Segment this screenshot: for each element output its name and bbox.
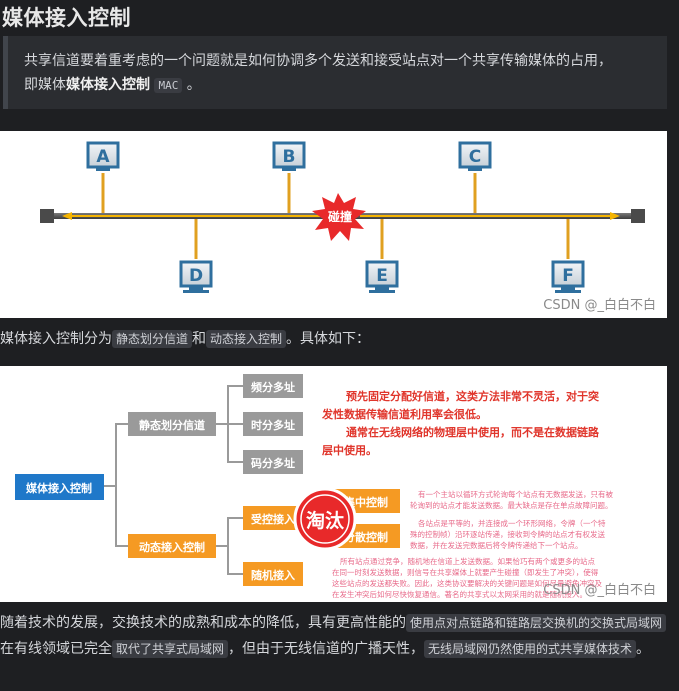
p2-code-3: 无线局域网仍然使用的式共享媒体技术 bbox=[424, 640, 637, 658]
station-d: D bbox=[179, 260, 213, 293]
station-c: C bbox=[458, 141, 492, 171]
random-note-2: 在同一时刻发送数据，则信号在共享媒体上就要产生碰撞（即发生了冲突），使得 bbox=[332, 567, 599, 577]
root-node bbox=[15, 474, 104, 500]
tdma-label: 时分多址 bbox=[251, 418, 295, 432]
station-f-label: F bbox=[562, 266, 574, 286]
fdma-node bbox=[243, 374, 303, 398]
central-label: 集中控制 bbox=[343, 495, 388, 509]
bus-topology-figure: A B C D E F bbox=[0, 131, 667, 318]
distributed-label: 分散控制 bbox=[344, 530, 388, 544]
p2-code-2: 取代了共享式局域网 bbox=[112, 640, 229, 658]
arrow-head-right bbox=[610, 212, 620, 220]
static-note-2: 发性数据传输信道利用率会很低。 bbox=[321, 407, 487, 421]
bus-topology-svg: A B C D E F bbox=[40, 141, 656, 313]
distributed-note-1: 各站点是平等的，并连接成一个环形网络，令牌（一个特 bbox=[418, 518, 606, 528]
section-heading: 媒体接入控制 bbox=[2, 6, 131, 30]
p1-prefix: 媒体接入控制分为 bbox=[0, 331, 112, 347]
mac-classification-figure: 媒体接入控制 静态划分信道 频分多址 时分多址 码分多址 预先固定分配好信道，这… bbox=[0, 366, 667, 602]
root-label: 媒体接入控制 bbox=[25, 481, 92, 495]
distributed-note-3: 数据，并在发送完数据后将令牌传递给下一个站点。 bbox=[410, 540, 583, 550]
p1-suffix: 。具体如下： bbox=[286, 331, 371, 347]
quote-suffix: 。 bbox=[186, 77, 201, 93]
cdma-node bbox=[243, 450, 303, 474]
random-note-1: 所有站点通过竞争，随机地在信道上发送数据。如果恰巧有两个或更多的站点 bbox=[340, 556, 595, 566]
p2-text-1: 随着技术的发展，交换技术的成熟和成本的降低，具有更高性能的 bbox=[0, 615, 406, 631]
static-note-1: 预先固定分配好信道，这类方法非常不灵活，对于突 bbox=[346, 389, 599, 403]
static-label: 静态划分信道 bbox=[139, 418, 205, 432]
quote-bold-term: 媒体接入控制 bbox=[66, 77, 150, 93]
p2-text-2: 在有线领域已完全 bbox=[0, 641, 112, 657]
arrow-head-left bbox=[62, 212, 72, 220]
controlled-node bbox=[243, 506, 303, 530]
bus-terminator-right bbox=[631, 209, 645, 223]
quote-line-2: 即媒体媒体接入控制 MAC 。 bbox=[24, 73, 651, 98]
p1-mid: 和 bbox=[192, 331, 207, 347]
static-note-3: 通常在无线网络的物理层中使用，而不是在数据链路 bbox=[346, 425, 600, 439]
controlled-notes: 有一个主站以循环方式轮询每个站点有无数据发送，只有被 轮询到的站点才能发送数据。… bbox=[410, 489, 613, 550]
drop-lines bbox=[101, 173, 570, 259]
station-d-label: D bbox=[189, 266, 203, 286]
dynamic-node bbox=[128, 534, 216, 558]
p2-code-1: 使用点对点链路和链路层交换机的交换式局域网 bbox=[406, 614, 667, 632]
static-note-4: 层中使用。 bbox=[321, 443, 377, 457]
p1-code-static: 静态划分信道 bbox=[112, 330, 193, 348]
bus-terminator-left bbox=[40, 209, 54, 223]
cdma-label: 码分多址 bbox=[251, 456, 295, 470]
collision-label: 碰撞 bbox=[327, 209, 352, 224]
central-note-2: 轮询到的站点才能发送数据。最大缺点是存在单点故障问题。 bbox=[410, 500, 613, 510]
p1-code-dynamic: 动态接入控制 bbox=[206, 330, 287, 348]
station-a-label: A bbox=[96, 147, 110, 167]
random-node bbox=[243, 562, 303, 586]
station-b: B bbox=[272, 141, 306, 171]
collision-burst bbox=[312, 193, 366, 241]
station-e: E bbox=[365, 260, 399, 293]
p2-text-3: ，但由于无线信道的广播天性， bbox=[228, 641, 425, 657]
p2-text-4: 。 bbox=[636, 641, 651, 657]
quote-prefix: 即媒体 bbox=[24, 77, 66, 93]
station-a: A bbox=[86, 141, 120, 171]
paragraph-2: 随着技术的发展，交换技术的成熟和成本的降低，具有更高性能的使用点对点链路和链路层… bbox=[0, 610, 672, 662]
fdma-label: 频分多址 bbox=[251, 380, 295, 394]
dynamic-label: 动态接入控制 bbox=[139, 540, 205, 554]
random-note-3: 这些站点的发送都失败。因此，这类协议要解决的关键问题是如何尽量避免冲突及 bbox=[332, 578, 602, 588]
station-e-label: E bbox=[376, 266, 388, 286]
central-note-1: 有一个主站以循环方式轮询每个站点有无数据发送，只有被 bbox=[418, 489, 613, 499]
random-note-4: 在发生冲突后如何尽快恢复通信。著名的共享式以太网采用的就是随机接入。 bbox=[332, 589, 587, 599]
stamp-label: 淘汰 bbox=[306, 509, 345, 532]
controlled-label: 受控接入 bbox=[251, 512, 295, 526]
random-notes: 所有站点通过竞争，随机地在信道上发送数据。如果恰巧有两个或更多的站点 在同一时刻… bbox=[332, 556, 602, 599]
paragraph-1: 媒体接入控制分为静态划分信道和动态接入控制。具体如下： bbox=[0, 325, 370, 353]
station-c-label: C bbox=[469, 147, 481, 167]
mac-tree-svg: 媒体接入控制 静态划分信道 频分多址 时分多址 码分多址 预先固定分配好信道，这… bbox=[15, 374, 656, 599]
blockquote: 共享信道要着重考虑的一个问题就是如何协调多个发送和接受站点对一个共享传输媒体的占… bbox=[3, 36, 667, 109]
mac-code: MAC bbox=[154, 78, 183, 93]
watermark-2: CSDN @_白白不白 bbox=[543, 582, 656, 598]
obsolete-stamp: 淘汰 bbox=[293, 487, 357, 551]
static-note: 预先固定分配好信道，这类方法非常不灵活，对于突 发性数据传输信道利用率会很低。 … bbox=[321, 389, 600, 457]
distributed-note-2: 殊的控制帧）沿环逐站传递，接收到令牌的站点才有权发送 bbox=[410, 529, 605, 539]
static-node bbox=[128, 412, 216, 436]
quote-line-1: 共享信道要着重考虑的一个问题就是如何协调多个发送和接受站点对一个共享传输媒体的占… bbox=[24, 53, 612, 69]
station-f: F bbox=[551, 260, 585, 293]
watermark-1: CSDN @_白白不白 bbox=[543, 297, 656, 313]
station-b-label: B bbox=[283, 147, 296, 167]
tdma-node bbox=[243, 412, 303, 436]
random-label: 随机接入 bbox=[251, 568, 295, 582]
